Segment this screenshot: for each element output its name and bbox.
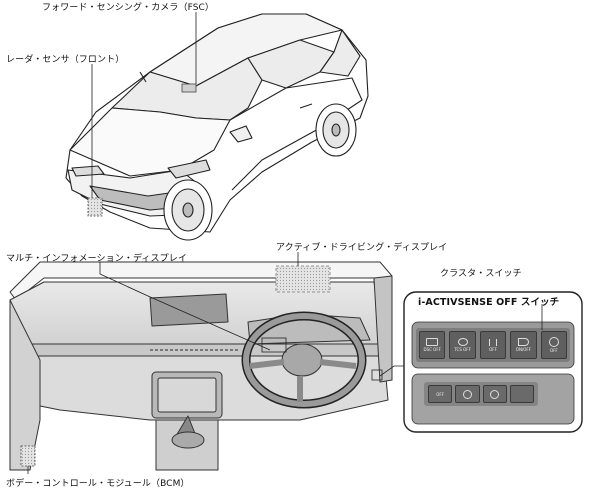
multi-display-marker xyxy=(261,337,287,353)
cluster-switch-label: クラスタ・スイッチ xyxy=(440,269,522,279)
radar-label: レーダ・センサ（フロント） xyxy=(6,55,125,65)
lower-switch-row: OFF xyxy=(428,385,534,403)
dashboard-illustration xyxy=(9,261,393,471)
tcs-off-button[interactable]: TCS OFF xyxy=(449,331,476,359)
auto-hold-icon xyxy=(462,389,472,399)
cluster-switch-pointer xyxy=(379,365,404,377)
parking-icon xyxy=(490,389,500,399)
multi-display-leader xyxy=(99,262,271,351)
lane-off-icon xyxy=(489,338,498,346)
switch-panel-inset xyxy=(403,291,583,433)
dsc-off-button[interactable]: DSC OFF xyxy=(419,331,446,359)
dsc-off-icon xyxy=(426,338,439,346)
parking-button[interactable] xyxy=(482,385,507,403)
multi-display-label: マルチ・インフォメーション・ディスプレイ xyxy=(6,254,187,264)
cluster-switch-marker xyxy=(371,369,383,381)
auto-hold-button[interactable] xyxy=(455,385,480,403)
active-display-marker xyxy=(275,265,331,293)
upper-switch-row: DSC OFF TCS OFF OFF ON/OFF OFF xyxy=(419,331,568,359)
bcm-marker xyxy=(20,445,36,467)
tcs-off-icon xyxy=(457,338,468,346)
off-icon: OFF xyxy=(436,391,444,397)
i-activsense-off-button[interactable]: OFF xyxy=(540,331,568,359)
fsc-label: フォワード・センシング・カメラ（FSC） xyxy=(42,3,215,13)
vehicle-illustration xyxy=(65,13,369,241)
headlight-icon xyxy=(517,338,529,346)
i-activsense-label: i-ACTIVSENSE OFF スイッチ xyxy=(418,297,560,308)
headlight-button[interactable]: ON/OFF xyxy=(510,331,537,359)
blank-button[interactable] xyxy=(509,385,534,403)
bcm-label: ボデー・コントロール・モジュール（BCM） xyxy=(6,479,190,489)
off-button[interactable]: OFF xyxy=(428,385,453,403)
radar-sensor-marker xyxy=(87,197,103,217)
lane-off-button[interactable]: OFF xyxy=(479,331,507,359)
fsc-camera-marker xyxy=(181,83,197,93)
active-display-label: アクティブ・ドライビング・ディスプレイ xyxy=(276,243,448,253)
i-activsense-icon xyxy=(548,337,559,347)
